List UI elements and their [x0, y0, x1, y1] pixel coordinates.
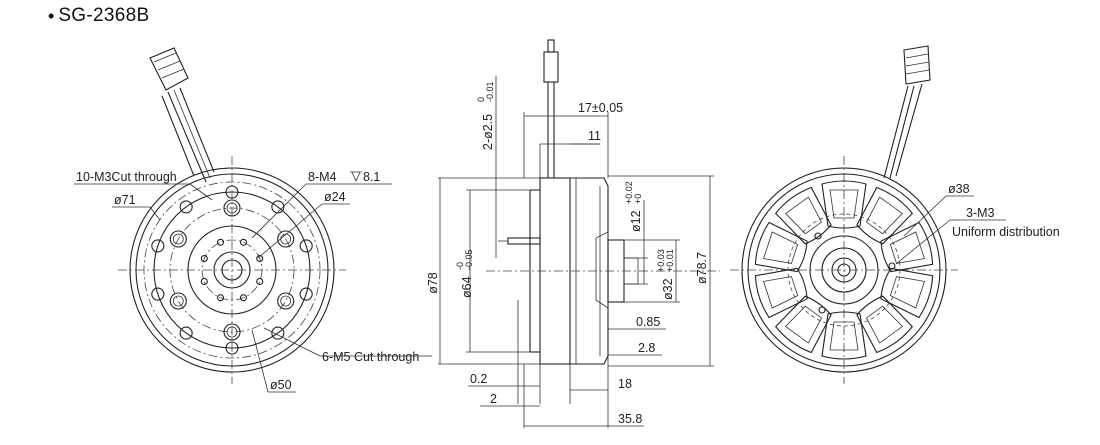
m3-hole [179, 326, 193, 340]
rear-vents [754, 180, 934, 360]
label-dia-24: ø24 [324, 190, 346, 204]
label-dia-38: ø38 [948, 182, 970, 196]
dim-pin-tol-lower: -0.01 [485, 81, 495, 102]
m5-hole [277, 230, 295, 248]
m3-hole [299, 239, 313, 253]
m5-hole [169, 230, 187, 248]
vent-slot [821, 180, 867, 229]
m5-hole-thread [172, 233, 184, 245]
vent-slot [856, 295, 914, 354]
m4-hole [239, 294, 248, 302]
dim-dia-32-tol-upper: +0.03 [656, 249, 666, 272]
dim-11: 11 [588, 129, 601, 143]
m4-hole [200, 277, 208, 286]
m3-hole [151, 239, 165, 253]
label-6-m5: 6-M5 Cut through [322, 350, 419, 364]
m3-hole [225, 341, 239, 355]
m5-hole-thread [280, 295, 292, 307]
label-m4-depth: 8.1 [363, 170, 380, 184]
m3-hole [179, 200, 193, 214]
dim-2-8: 2.8 [638, 341, 655, 355]
m5-hole [223, 323, 241, 341]
front-m4-holes [200, 238, 264, 302]
vent-slot [774, 186, 832, 245]
side-connector [543, 39, 559, 178]
front-view: 10-M3Cut through ø71 8-M4 8.1 ø24 6-M5 C… [74, 47, 432, 393]
m5-hole [169, 292, 187, 310]
depth-symbol-icon [350, 171, 362, 182]
m4-hole [256, 254, 264, 263]
dim-dia-32-tol-lower: +0.01 [665, 249, 675, 272]
rear-m3-holes [814, 232, 896, 314]
dim-dia-12-tol-upper: +0.02 [624, 181, 634, 204]
m3-hole [225, 185, 239, 199]
dim-0-85: 0.85 [636, 315, 660, 329]
m5-hole-thread [172, 295, 184, 307]
label-dia-50: ø50 [270, 378, 292, 392]
m4-hole [200, 254, 208, 263]
dim-35-8: 35.8 [618, 412, 642, 426]
bullet-icon: • [48, 6, 55, 26]
label-dia-71: ø71 [114, 193, 136, 207]
m5-hole-thread [280, 233, 292, 245]
dim-dia-78-7: ø78.7 [695, 252, 709, 284]
dim-dia-64-tol-upper: -0 [455, 262, 465, 270]
m3-hole [271, 200, 285, 214]
m4-hole [256, 277, 264, 286]
m4-hole [216, 294, 225, 302]
model-title: SG-2368B [58, 5, 150, 26]
vent-slot [880, 267, 934, 319]
m4-hole [239, 238, 248, 246]
vent-slot [856, 186, 914, 245]
rear-cable [883, 45, 931, 179]
m3-hole [299, 287, 313, 301]
label-uniform-distribution: Uniform distribution [952, 225, 1060, 239]
label-10-m3: 10-M3Cut through [76, 170, 177, 184]
dim-dia-32: ø32 [661, 278, 675, 300]
dim-dia-64-tol-lower: -0.05 [464, 249, 474, 270]
rear-view: ø38 3-M3 Uniform distribution [730, 45, 1060, 384]
m5-hole-thread [226, 326, 238, 338]
label-8-m4: 8-M4 [308, 170, 337, 184]
dim-17: 17±0.05 [578, 101, 623, 115]
vent-slot [880, 221, 934, 273]
dim-18: 18 [618, 377, 632, 391]
dim-dia-12: ø12 [629, 210, 643, 232]
dim-pin-dia: 2-ø2.5 [481, 114, 495, 150]
dim-pin-tol-upper: 0 [476, 97, 486, 102]
m3-hole [151, 287, 165, 301]
side-view: 17±0.05 11 2-ø2.5 0 -0.01 ø78 ø64 -0 -0.… [426, 39, 720, 428]
vent-slot [821, 311, 867, 360]
label-3-m3: 3-M3 [966, 206, 995, 220]
m4-hole [216, 238, 225, 246]
m5-hole-thread [226, 202, 238, 214]
vent-slot [774, 295, 832, 354]
dim-0-2: 0.2 [470, 372, 487, 386]
drawing-header: • SG-2368B [48, 4, 149, 28]
m5-hole [277, 292, 295, 310]
vent-slot [754, 221, 808, 273]
vent-slot [754, 267, 808, 319]
m3-hole [271, 326, 285, 340]
front-m3-holes [151, 185, 313, 355]
dim-2: 2 [490, 392, 497, 406]
dim-dia-78: ø78 [426, 272, 440, 294]
front-cable [149, 47, 215, 183]
dim-dia-64: ø64 [460, 276, 474, 298]
m5-hole [223, 199, 241, 217]
dim-dia-12-tol-lower: +0 [633, 194, 643, 204]
